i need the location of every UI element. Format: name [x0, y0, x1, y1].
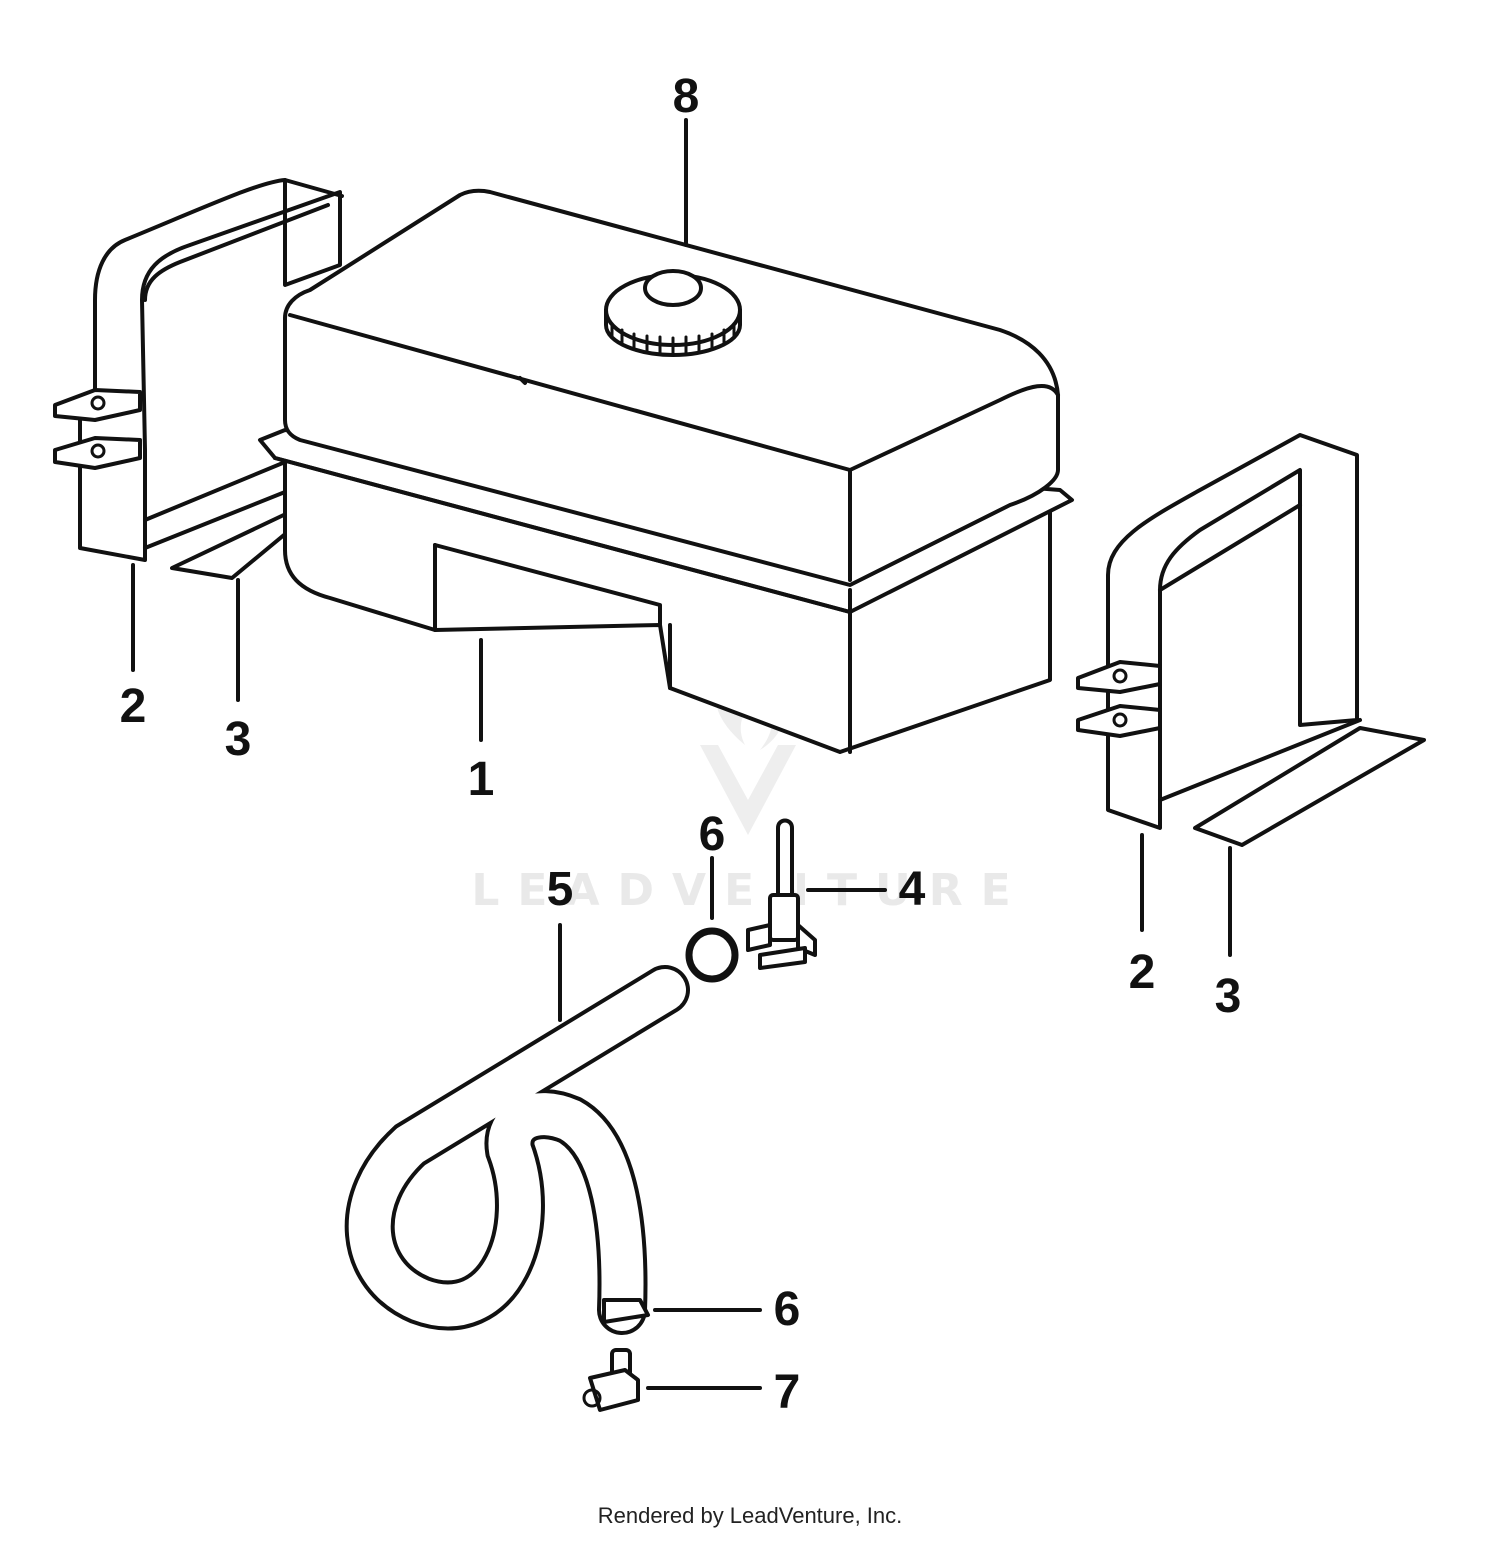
leader-lines — [131, 118, 1232, 1390]
fuel-hose-part-5 — [344, 965, 690, 1335]
callout-3-left: 3 — [225, 713, 252, 766]
right-bracket-part-2 — [1076, 433, 1362, 830]
callout-3-right: 3 — [1215, 970, 1242, 1023]
watermark-v-logo-icon — [700, 745, 796, 835]
callout-2-right: 2 — [1129, 946, 1156, 999]
callout-7: 7 — [774, 1366, 801, 1419]
callout-8: 8 — [673, 70, 700, 123]
left-bracket-part-2 — [53, 178, 344, 562]
fuel-cap-part-8 — [604, 269, 742, 357]
hose-clamp-part-6-top — [685, 927, 739, 983]
callout-1: 1 — [468, 753, 495, 806]
footer-credit: Rendered by LeadVenture, Inc. — [597, 1503, 903, 1528]
callout-6-top: 6 — [699, 808, 726, 861]
watermark: LEADVENTURE — [471, 640, 1028, 916]
watermark-text: LEADVENTURE — [471, 865, 1028, 916]
left-strip-part-3 — [170, 510, 292, 580]
callout-4: 4 — [899, 863, 926, 916]
callouts: 8 2 3 1 2 3 5 6 4 6 7 — [120, 70, 1242, 1419]
callout-6-bottom: 6 — [774, 1283, 801, 1336]
callout-2-left: 2 — [120, 680, 147, 733]
hose-clamp-part-6-bottom — [602, 1298, 650, 1324]
fitting-part-7 — [582, 1348, 640, 1412]
fuel-tank-part-1 — [258, 188, 1074, 754]
shut-off-valve-part-4 — [746, 818, 817, 970]
callout-5: 5 — [547, 863, 574, 916]
right-strip-part-3 — [1193, 726, 1426, 847]
